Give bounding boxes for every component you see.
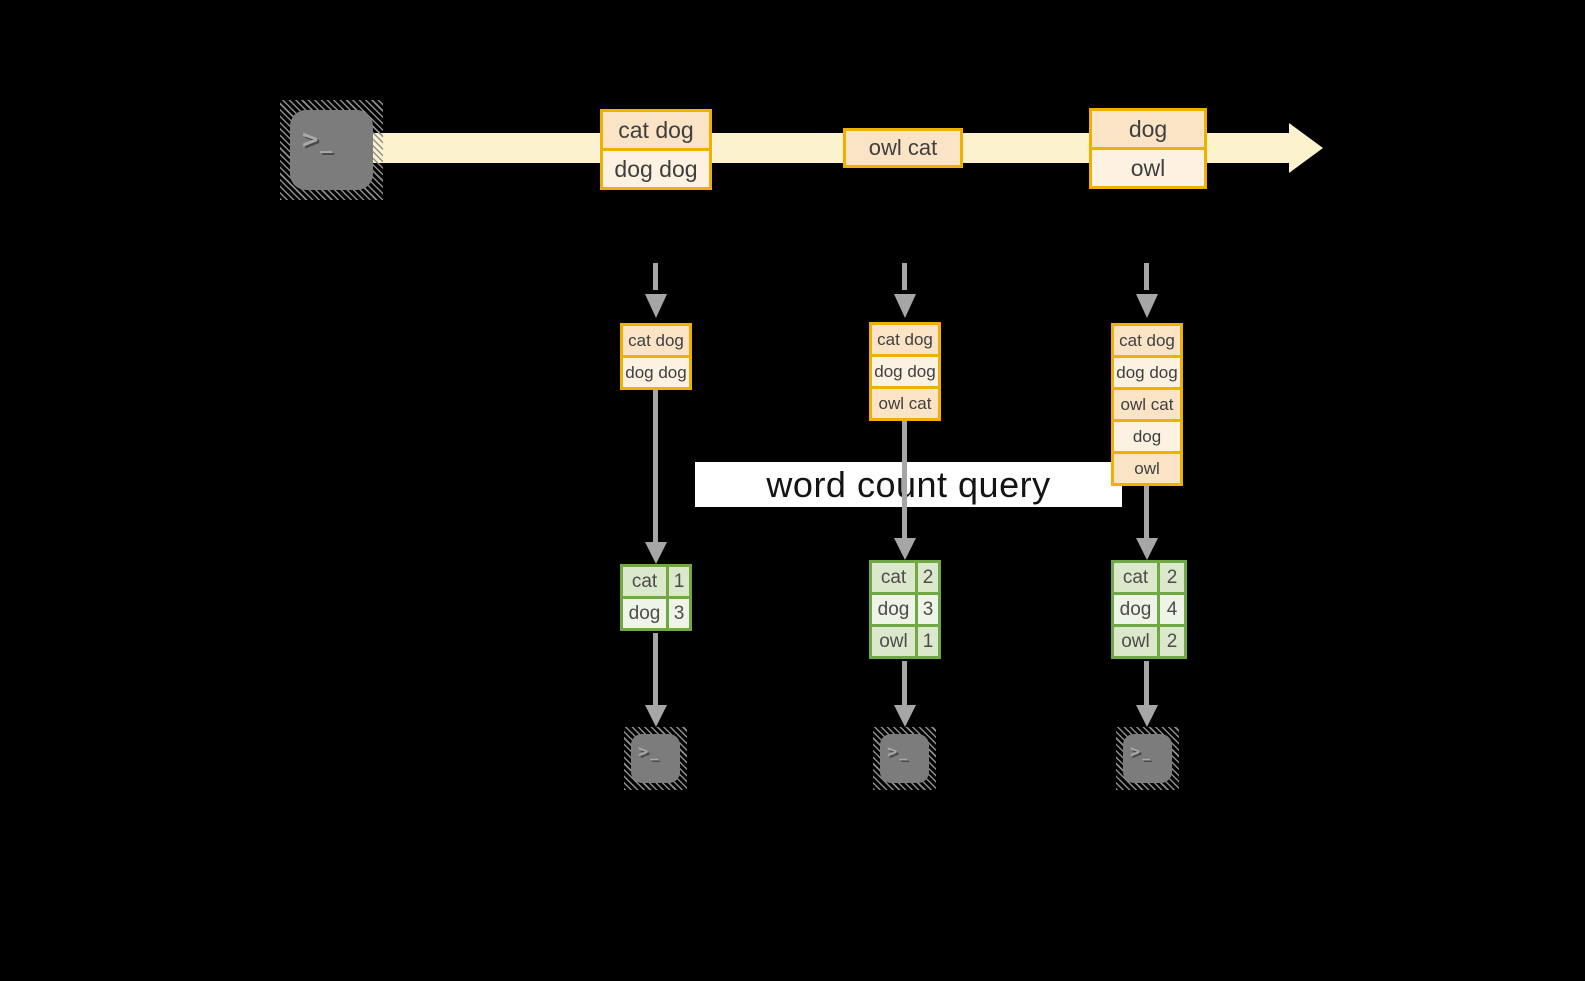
count-cell: 1 <box>915 627 938 656</box>
output-arrow <box>1144 661 1149 707</box>
query-arrowhead-icon <box>1136 538 1158 560</box>
word-count-table: cat 2 dog 4 owl 2 <box>1111 560 1187 659</box>
buffer-stack: cat dog dog dog owl cat <box>869 322 941 421</box>
terminal-prompt: >_ <box>1130 742 1153 762</box>
word-cell: owl <box>1121 630 1150 652</box>
ingest-arrow <box>1144 263 1149 290</box>
count-cell: 1 <box>666 567 689 596</box>
sink-terminal-icon: >_ <box>873 727 936 790</box>
count-row: dog 3 <box>623 596 689 628</box>
word-cell: dog <box>628 602 661 624</box>
ingest-arrow <box>653 263 658 290</box>
terminal-prompt: >_ <box>638 742 661 762</box>
event-row: cat dog <box>603 112 709 148</box>
query-arrow <box>902 419 907 538</box>
count-cell: 3 <box>666 599 689 628</box>
event-stream-arrowhead-icon <box>1289 123 1323 173</box>
output-arrow <box>902 661 907 707</box>
word-cell: cat <box>631 570 658 592</box>
event-row: dog dog <box>603 148 709 187</box>
output-arrow <box>653 633 658 707</box>
buffer-stack: cat dog dog dog <box>620 323 692 390</box>
terminal-prompt: >_ <box>887 742 910 762</box>
query-arrowhead-icon <box>894 538 916 560</box>
count-row: dog 3 <box>872 592 938 624</box>
count-cell: 2 <box>915 563 938 592</box>
count-cell: 3 <box>915 595 938 624</box>
word-cell: cat <box>1122 566 1149 588</box>
output-arrowhead-icon <box>645 705 667 727</box>
buffer-row: dog dog <box>1114 355 1180 387</box>
ingest-arrowhead-icon <box>1136 294 1158 318</box>
buffer-row: dog dog <box>623 355 689 387</box>
word-count-table: cat 1 dog 3 <box>620 564 692 631</box>
source-terminal-icon: >_ <box>280 100 383 200</box>
count-cell: 2 <box>1157 563 1184 592</box>
output-arrowhead-icon <box>1136 705 1158 727</box>
event-row: owl <box>1092 147 1204 186</box>
count-row: cat 1 <box>623 567 689 596</box>
buffer-row: cat dog <box>623 326 689 355</box>
stream-event-box: cat dog dog dog <box>600 109 712 190</box>
count-row: cat 2 <box>1114 563 1184 592</box>
count-row: owl 2 <box>1114 624 1184 656</box>
ingest-arrowhead-icon <box>645 294 667 318</box>
stream-event-box: owl cat <box>843 128 963 168</box>
count-cell: 2 <box>1157 627 1184 656</box>
terminal-prompt: >_ <box>302 124 335 155</box>
event-row: owl cat <box>846 131 960 165</box>
buffer-row: dog <box>1114 419 1180 451</box>
buffer-row: owl <box>1114 451 1180 483</box>
ingest-arrowhead-icon <box>894 294 916 318</box>
output-arrowhead-icon <box>894 705 916 727</box>
stream-event-box: dog owl <box>1089 108 1207 189</box>
count-cell: 4 <box>1157 595 1184 624</box>
word-cell: dog <box>1119 598 1152 620</box>
buffer-row: dog dog <box>872 354 938 386</box>
buffer-row: owl cat <box>872 386 938 418</box>
buffer-row: cat dog <box>1114 326 1180 355</box>
word-count-table: cat 2 dog 3 owl 1 <box>869 560 941 659</box>
word-cell: owl <box>879 630 908 652</box>
buffer-row: cat dog <box>872 325 938 354</box>
count-row: owl 1 <box>872 624 938 656</box>
event-row: dog <box>1092 111 1204 147</box>
ingest-arrow <box>902 263 907 290</box>
query-label: word count query <box>695 462 1122 507</box>
buffer-row: owl cat <box>1114 387 1180 419</box>
word-cell: cat <box>880 566 907 588</box>
query-arrowhead-icon <box>645 542 667 564</box>
count-row: dog 4 <box>1114 592 1184 624</box>
sink-terminal-icon: >_ <box>1116 727 1179 790</box>
buffer-stack: cat dog dog dog owl cat dog owl <box>1111 323 1183 486</box>
count-row: cat 2 <box>872 563 938 592</box>
word-cell: dog <box>877 598 910 620</box>
query-arrow <box>653 388 658 542</box>
sink-terminal-icon: >_ <box>624 727 687 790</box>
query-arrow <box>1144 481 1149 538</box>
